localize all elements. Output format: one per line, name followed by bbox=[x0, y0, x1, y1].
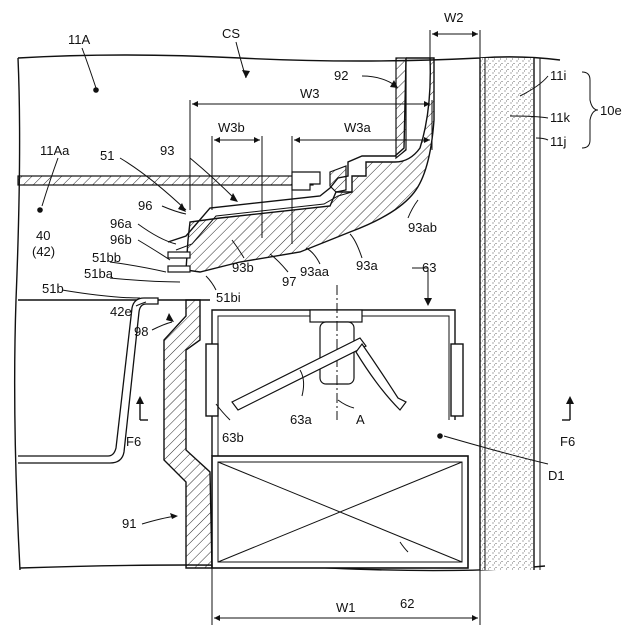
label-42-paren: (42) bbox=[32, 244, 55, 259]
reference-dot-11Aa bbox=[37, 207, 43, 213]
label-W1: W1 bbox=[336, 600, 356, 615]
clip-51 bbox=[292, 172, 320, 190]
reference-dot-D1 bbox=[437, 433, 443, 439]
label-93a: 93a bbox=[356, 258, 378, 273]
label-W3: W3 bbox=[300, 86, 320, 101]
label-93ab: 93ab bbox=[408, 220, 437, 235]
label-51ba: 51ba bbox=[84, 266, 114, 281]
nub-51bb bbox=[168, 252, 190, 258]
arrow-98 bbox=[166, 313, 174, 322]
label-96b: 96b bbox=[110, 232, 132, 247]
label-63b: 63b bbox=[222, 430, 244, 445]
label-98: 98 bbox=[134, 324, 148, 339]
label-A: A bbox=[356, 412, 365, 427]
label-W3a: W3a bbox=[344, 120, 372, 135]
arrow-93 bbox=[230, 193, 238, 202]
label-96: 96 bbox=[138, 198, 152, 213]
label-11i: 11i bbox=[550, 68, 566, 83]
arrow-91 bbox=[170, 513, 178, 519]
label-F6-left: F6 bbox=[126, 434, 141, 449]
clip-51-hook bbox=[330, 166, 346, 192]
label-62: 62 bbox=[400, 596, 414, 611]
fan-motor-hub bbox=[310, 310, 362, 322]
section-marker-F6-left bbox=[136, 396, 148, 420]
dim-W1 bbox=[212, 568, 480, 625]
ceiling-plate-11Aa bbox=[18, 176, 313, 185]
arrow-CS bbox=[242, 70, 250, 78]
label-D1: D1 bbox=[548, 468, 565, 483]
bracket-10e bbox=[582, 72, 598, 148]
section-marker-F6-right bbox=[562, 396, 574, 420]
label-96a: 96a bbox=[110, 216, 132, 231]
label-11k: 11k bbox=[550, 110, 570, 125]
label-CS: CS bbox=[222, 26, 240, 41]
label-63a: 63a bbox=[290, 412, 312, 427]
fan-blade-right bbox=[356, 344, 406, 410]
label-11A: 11A bbox=[68, 32, 90, 47]
label-51bb: 51bb bbox=[92, 250, 121, 265]
label-91: 91 bbox=[122, 516, 136, 531]
dim-W2 bbox=[430, 30, 480, 58]
fan-pad-63b-left bbox=[206, 344, 218, 416]
label-93: 93 bbox=[160, 143, 174, 158]
arrow-63 bbox=[424, 298, 432, 306]
left-break-line bbox=[15, 58, 20, 570]
label-63: 63 bbox=[422, 260, 436, 275]
reference-dot-11A bbox=[93, 87, 99, 93]
nub-51ba bbox=[168, 266, 190, 272]
label-93aa: 93aa bbox=[300, 264, 330, 279]
label-11j: 11j bbox=[550, 134, 566, 149]
label-W3b: W3b bbox=[218, 120, 245, 135]
label-93b: 93b bbox=[232, 260, 254, 275]
label-F6-right: F6 bbox=[560, 434, 575, 449]
top-break-line bbox=[18, 55, 560, 61]
label-42e: 42e bbox=[110, 304, 132, 319]
partition-91 bbox=[164, 300, 212, 568]
label-51b: 51b bbox=[42, 281, 64, 296]
label-92: 92 bbox=[334, 68, 348, 83]
label-97: 97 bbox=[282, 274, 296, 289]
label-51: 51 bbox=[100, 148, 114, 163]
label-11Aa: 11Aa bbox=[40, 143, 70, 158]
label-51bi: 51bi bbox=[216, 290, 241, 305]
label-W2: W2 bbox=[444, 10, 464, 25]
fan-pad-right bbox=[451, 344, 463, 416]
label-10e: 10e bbox=[600, 103, 622, 118]
label-40: 40 bbox=[36, 228, 50, 243]
wall-insulation-11k bbox=[480, 58, 534, 570]
